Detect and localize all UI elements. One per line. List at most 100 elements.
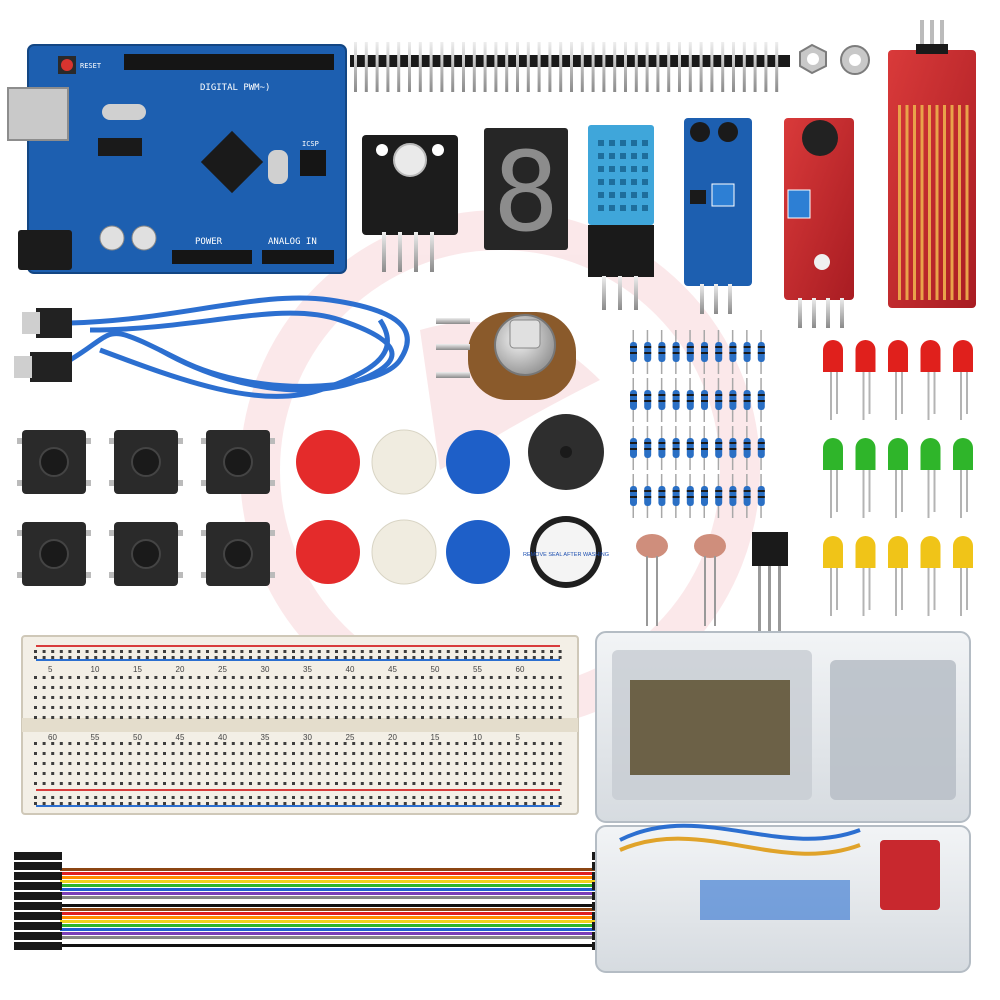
breadboard-hole [292, 762, 295, 765]
breadboard-hole [421, 762, 424, 765]
breadboard-hole [378, 650, 381, 653]
breadboard-hole [128, 656, 132, 659]
breadboard-hole [102, 696, 106, 699]
breadboard-hole [412, 696, 416, 699]
breadboard-hole [154, 686, 158, 689]
breadboard-hole [395, 782, 399, 785]
breadboard-hole [326, 752, 330, 755]
breadboard-hole [464, 762, 467, 765]
breadboard-hole [507, 650, 510, 653]
breadboard-hole [249, 782, 252, 785]
breadboard-hole [326, 656, 330, 659]
passive-buzzer [528, 414, 604, 490]
resistor-band [757, 346, 765, 348]
breadboard-hole [283, 650, 287, 653]
breadboard-hole [481, 706, 485, 709]
breadboard-hole [446, 772, 450, 775]
breadboard-hole [231, 752, 235, 755]
breadboard-hole [34, 762, 37, 765]
breadboard-hole [507, 696, 510, 699]
breadboard-hole [300, 706, 304, 709]
resistor-band [686, 448, 694, 450]
breadboard-hole [77, 656, 80, 659]
breadboard-hole [240, 706, 244, 709]
breadboard-hole [85, 650, 89, 653]
button-cap-ivory [371, 429, 437, 495]
breadboard-hole [369, 650, 373, 653]
breadboard-hole [498, 656, 502, 659]
breadboard-hole [558, 656, 562, 659]
breadboard-hole [507, 802, 510, 805]
breadboard-column-number: 55 [91, 733, 100, 742]
breadboard-hole [558, 762, 562, 765]
jumper-wire [60, 868, 620, 871]
led-green [953, 438, 973, 518]
breadboard-hole [42, 802, 46, 805]
breadboard-hole [111, 716, 115, 719]
breadboard-hole [34, 796, 37, 799]
breadboard-hole [412, 650, 416, 653]
breadboard-hole [352, 802, 356, 805]
breadboard-hole [524, 650, 528, 653]
button-cap-blue [446, 520, 510, 584]
breadboard-hole [68, 772, 72, 775]
breadboard-hole [68, 696, 72, 699]
breadboard-hole [240, 656, 244, 659]
breadboard-hole [498, 782, 502, 785]
breadboard-hole [137, 706, 141, 709]
breadboard-hole [154, 716, 158, 719]
usb-b-port [7, 87, 69, 141]
breadboard-hole [455, 706, 459, 709]
breadboard-hole [59, 762, 63, 765]
breadboard-hole [360, 752, 364, 755]
breadboard-hole [145, 772, 149, 775]
breadboard-hole [111, 706, 115, 709]
breadboard-hole [266, 772, 270, 775]
resistor-band [757, 496, 765, 498]
breadboard-hole [378, 802, 381, 805]
breadboard-column-number: 25 [346, 733, 355, 742]
breadboard-hole [335, 686, 338, 689]
breadboard-hole [283, 716, 287, 719]
breadboard-hole [68, 686, 72, 689]
breadboard-hole [412, 802, 416, 805]
breadboard-hole [94, 796, 98, 799]
header-pin [397, 42, 401, 92]
dht-vent [620, 179, 626, 185]
breadboard-hole [360, 686, 364, 689]
resistor-band [644, 496, 652, 498]
breadboard-hole [214, 676, 218, 679]
header-pin [721, 42, 725, 92]
breadboard-hole [120, 656, 123, 659]
storage-box [595, 631, 971, 973]
breadboard-hole [257, 752, 261, 755]
breadboard-hole [412, 796, 416, 799]
breadboard-hole [421, 742, 424, 745]
breadboard-hole [412, 762, 416, 765]
breadboard-hole [120, 742, 123, 745]
breadboard-hole [171, 772, 175, 775]
breadboard-hole [111, 696, 115, 699]
breadboard-hole [137, 802, 141, 805]
breadboard-hole [214, 796, 218, 799]
breadboard-hole [197, 802, 201, 805]
breadboard-hole [94, 782, 98, 785]
usb-b-plug [14, 352, 72, 382]
breadboard-hole [378, 706, 381, 709]
breadboard-hole [249, 796, 252, 799]
breadboard-hole [214, 656, 218, 659]
breadboard-hole [34, 686, 37, 689]
breadboard-hole [446, 742, 450, 745]
breadboard-hole [266, 686, 270, 689]
breadboard-hole [266, 706, 270, 709]
breadboard-hole [94, 706, 98, 709]
resistor-band [757, 490, 765, 492]
breadboard-hole [395, 762, 399, 765]
breadboard-hole [541, 742, 545, 745]
breadboard-column-number: 50 [431, 665, 440, 674]
header-pin [526, 42, 530, 92]
breadboard-hole [558, 650, 562, 653]
breadboard-hole [369, 716, 373, 719]
breadboard-hole [188, 686, 192, 689]
